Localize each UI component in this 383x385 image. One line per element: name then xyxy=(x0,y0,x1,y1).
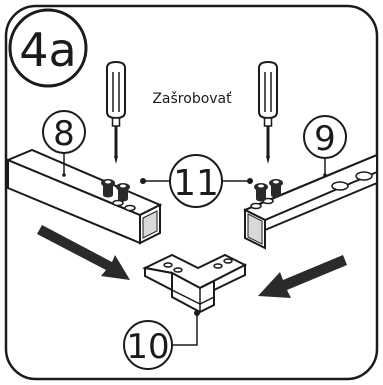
screwdriver-icon xyxy=(106,60,126,164)
callout-left-tube: 8 xyxy=(42,110,86,175)
screw-icon xyxy=(101,179,115,198)
callout-screws: 11 xyxy=(169,154,223,208)
arrow-icon xyxy=(37,225,130,280)
callout-right-tube-number: 9 xyxy=(314,119,336,159)
callout-left-tube-number: 8 xyxy=(53,114,75,154)
callout-corner-connector-number: 10 xyxy=(126,327,169,367)
screw-icon xyxy=(254,183,268,202)
callout-screws-number: 11 xyxy=(173,163,219,204)
corner-connector xyxy=(141,253,248,314)
step-label: 4a xyxy=(19,23,76,77)
screwdriver-icon xyxy=(258,60,278,164)
instruction-text: Zašrobovať xyxy=(152,91,232,107)
callout-right-tube: 9 xyxy=(303,115,347,175)
screw-icon xyxy=(116,183,130,202)
callout-corner-connector: 10 xyxy=(123,310,200,370)
screw-icon xyxy=(269,179,283,198)
arrow-icon xyxy=(258,255,347,298)
right-tube xyxy=(243,153,378,250)
step-badge: 4a xyxy=(8,8,88,88)
